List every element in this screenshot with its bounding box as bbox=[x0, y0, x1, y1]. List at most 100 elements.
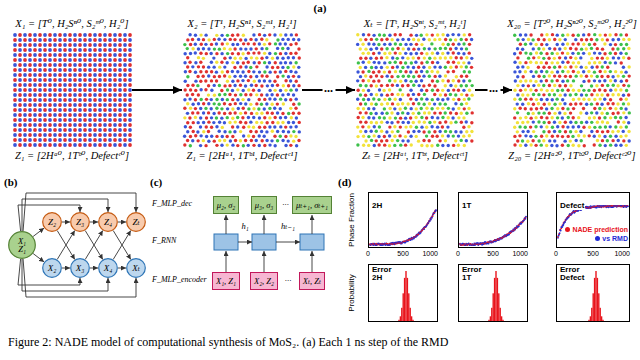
atom-dot bbox=[118, 103, 122, 107]
atom-dot bbox=[425, 144, 428, 147]
lattice-picture bbox=[13, 33, 132, 147]
atom-dot bbox=[68, 48, 72, 52]
atom-dot bbox=[43, 53, 47, 57]
atom-dot bbox=[624, 107, 627, 110]
atom-dot bbox=[63, 88, 67, 92]
atom-dot bbox=[393, 144, 396, 147]
atom-dot bbox=[465, 112, 468, 115]
atom-dot bbox=[123, 48, 127, 52]
atom-dot bbox=[396, 65, 399, 68]
atom-dot bbox=[627, 56, 630, 59]
atom-dot bbox=[548, 84, 551, 87]
atom-dot bbox=[290, 33, 293, 36]
atom-dot bbox=[123, 33, 127, 37]
atom-dot bbox=[532, 84, 535, 87]
atom-dot bbox=[23, 103, 27, 107]
atom-dot bbox=[88, 78, 92, 82]
atom-dot bbox=[18, 123, 22, 127]
atom-dot bbox=[420, 52, 423, 55]
atom-dot bbox=[221, 98, 224, 101]
atom-dot bbox=[13, 78, 17, 82]
atom-dot bbox=[529, 42, 532, 45]
atom-dot bbox=[247, 51, 250, 54]
atom-dot bbox=[364, 121, 367, 124]
atom-dot bbox=[420, 116, 423, 119]
atom-dot bbox=[537, 84, 540, 87]
atom-dot bbox=[596, 93, 599, 96]
atom-dot bbox=[113, 88, 117, 92]
atom-dot bbox=[93, 63, 97, 67]
atom-dot bbox=[361, 79, 364, 82]
atom-dot bbox=[197, 93, 200, 96]
atom-dot bbox=[255, 130, 258, 133]
atom-dot bbox=[258, 61, 261, 64]
atom-dot bbox=[98, 98, 102, 102]
atom-dot bbox=[292, 56, 295, 59]
atom-dot bbox=[439, 111, 442, 114]
atom-dot bbox=[271, 130, 274, 133]
atom-dot bbox=[564, 38, 567, 41]
atom-dot bbox=[279, 89, 282, 92]
atom-dot bbox=[383, 116, 386, 119]
atom-dot bbox=[524, 51, 527, 54]
atom-dot bbox=[226, 34, 229, 37]
atom-dot bbox=[38, 53, 42, 57]
atom-dot bbox=[375, 57, 378, 60]
atom-dot bbox=[383, 143, 386, 146]
atom-dot bbox=[433, 47, 436, 50]
atom-dot bbox=[242, 42, 245, 45]
atom-dot bbox=[452, 79, 455, 82]
atom-dot bbox=[295, 97, 298, 100]
atom-dot bbox=[388, 125, 391, 128]
atom-dot bbox=[78, 78, 82, 82]
atom-dot bbox=[189, 88, 192, 91]
atom-dot bbox=[43, 73, 47, 77]
atom-dot bbox=[571, 34, 574, 37]
atom-dot bbox=[202, 139, 205, 142]
atom-dot bbox=[566, 42, 569, 45]
atom-dot bbox=[58, 108, 62, 112]
atom-dot bbox=[63, 133, 67, 137]
atom-dot bbox=[412, 102, 415, 105]
atom-dot bbox=[577, 89, 580, 92]
atom-dot bbox=[118, 143, 122, 147]
atom-dot bbox=[388, 61, 391, 64]
atom-dot bbox=[258, 126, 261, 129]
atom-dot bbox=[401, 93, 404, 96]
atom-dot bbox=[228, 130, 231, 133]
atom-dot bbox=[53, 88, 57, 92]
atom-dot bbox=[462, 52, 465, 55]
atom-dot bbox=[113, 48, 117, 52]
atom-dot bbox=[73, 88, 77, 92]
atom-dot bbox=[281, 121, 284, 124]
atom-dot bbox=[257, 89, 260, 92]
atom-dot bbox=[294, 42, 297, 45]
atom-dot bbox=[362, 98, 365, 101]
atom-dot bbox=[191, 111, 194, 114]
atom-dot bbox=[294, 125, 297, 128]
atom-dot bbox=[357, 116, 360, 119]
atom-dot bbox=[28, 128, 32, 132]
atom-dot bbox=[103, 93, 107, 97]
atom-dot bbox=[279, 61, 282, 64]
atom-dot bbox=[289, 107, 292, 110]
atom-dot bbox=[260, 139, 263, 142]
atom-dot bbox=[433, 102, 436, 105]
atom-dot bbox=[186, 102, 189, 105]
atom-dot bbox=[192, 121, 195, 124]
atom-dot bbox=[197, 65, 200, 68]
atom-dot bbox=[78, 113, 82, 117]
atom-dot bbox=[409, 125, 412, 128]
atom-dot bbox=[265, 93, 268, 96]
atom-dot bbox=[249, 120, 252, 123]
atom-dot bbox=[276, 93, 279, 96]
atom-dot bbox=[13, 88, 17, 92]
atom-dot bbox=[551, 89, 554, 92]
atom-dot bbox=[422, 38, 425, 41]
atom-dot bbox=[471, 111, 474, 114]
atom-dot bbox=[123, 143, 127, 147]
atom-dot bbox=[441, 116, 444, 119]
atom-dot bbox=[184, 80, 187, 83]
atom-dot bbox=[249, 75, 252, 78]
